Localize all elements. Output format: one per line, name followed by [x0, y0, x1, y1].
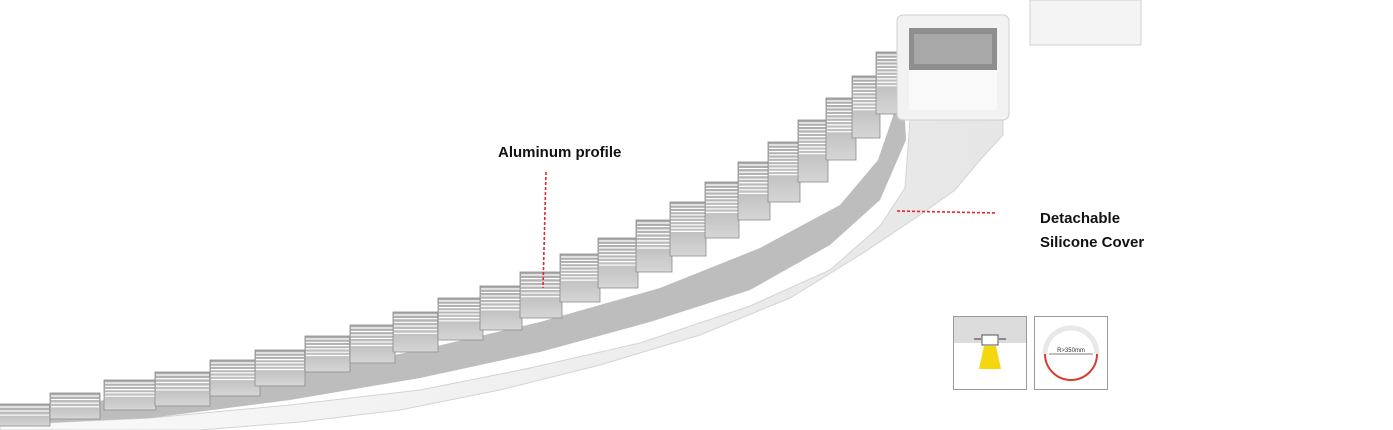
- rib-segment: [437, 297, 484, 341]
- rib-segment: [519, 271, 563, 319]
- rib-segment: [254, 349, 306, 387]
- cover-label-line1: Detachable: [1040, 210, 1121, 227]
- rib-segment: [669, 201, 707, 257]
- rib-segment: [0, 403, 51, 427]
- rib-segment: [349, 324, 396, 364]
- aluminum-profile-label: Aluminum profile: [498, 144, 622, 161]
- rib-segment: [209, 359, 261, 397]
- rib-segment: [559, 253, 601, 303]
- rib-segment: [392, 311, 439, 353]
- rib-segment: [797, 119, 829, 183]
- cover-leader-line: [896, 210, 997, 214]
- rib-segment: [704, 181, 740, 239]
- rib-segment: [825, 97, 857, 161]
- rib-segment: [737, 161, 771, 221]
- rib-segment: [635, 219, 673, 273]
- cover-label-line2: Silicone Cover: [1040, 234, 1145, 251]
- detached-cover-piece: [1029, 0, 1142, 46]
- rib-segment: [103, 379, 157, 411]
- rib-segment: [767, 141, 801, 203]
- profile-end-cap: [896, 14, 1010, 121]
- aluminum-ribs: [0, 51, 903, 427]
- aluminum-leader-line: [542, 171, 547, 289]
- recessed-install-icon: [953, 316, 1027, 390]
- rib-segment: [851, 75, 881, 139]
- aluminum-profile-body: [0, 60, 906, 425]
- rib-segment: [597, 237, 639, 289]
- rib-segment: [304, 335, 351, 373]
- rib-segment: [49, 392, 101, 420]
- rib-segment: [154, 371, 211, 407]
- bend-radius-icon: R>350mm: [1034, 316, 1108, 390]
- silicone-cover-strip: [0, 119, 1004, 430]
- bend-radius-text: R>350mm: [1057, 348, 1085, 354]
- rib-segment: [479, 285, 523, 331]
